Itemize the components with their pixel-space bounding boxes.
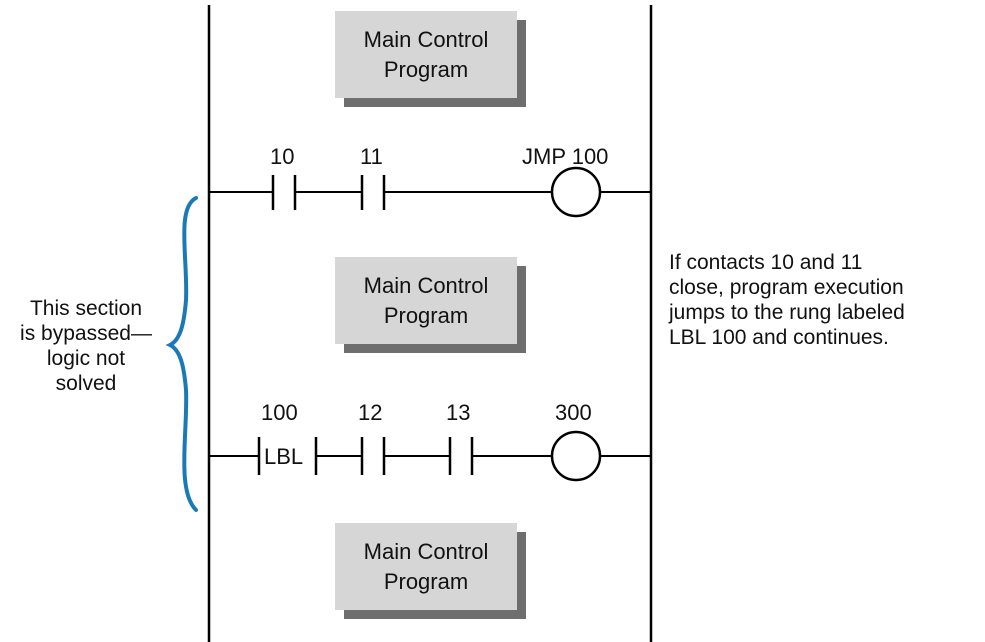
explanation-text: If contacts 10 and 11 close, program exe… (669, 251, 905, 349)
contact-13-label: 13 (446, 400, 471, 425)
rung-1-wiring (209, 166, 651, 218)
contact-10-label: 10 (270, 144, 295, 169)
bypass-note: This section is bypassed— logic not solv… (20, 297, 152, 395)
bypass-brace (165, 196, 198, 512)
jmp-coil-label: JMP 100 (522, 144, 609, 169)
label-instruction-text: LBL (264, 444, 304, 469)
contact-11-label: 11 (360, 144, 383, 169)
coil-300-label: 300 (555, 400, 592, 425)
label-address: 100 (261, 400, 298, 425)
contact-12-label: 12 (358, 400, 383, 425)
rung-2-wiring (209, 430, 651, 482)
